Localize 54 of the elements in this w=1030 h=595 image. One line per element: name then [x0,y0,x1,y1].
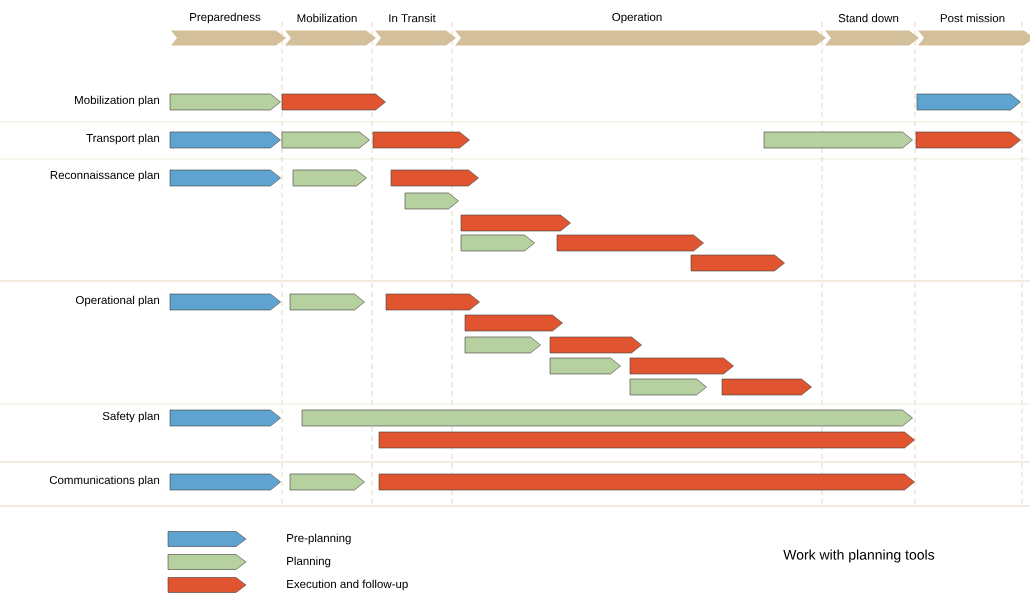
task-bar [629,378,707,396]
legend-label: Execution and follow-up [287,579,408,591]
task-bar [915,131,1021,149]
task-bar [378,473,915,491]
task-bar [292,169,367,187]
task-bar [372,131,470,149]
phase-band: In Transit [375,13,456,46]
task-bar [289,293,365,311]
task-bar [916,93,1021,111]
row-label: Transport plan [86,133,160,145]
node-label: Post mission [940,13,1005,23]
task-bar [556,234,704,252]
row-label: Communications plan [49,475,159,487]
row-label: Mobilization plan [75,95,159,107]
node-label: Preparedness [190,12,261,24]
task-bar [169,131,281,149]
task-bar [460,214,571,232]
task-bar [460,234,535,252]
node-label: In Transit [389,13,436,23]
task-bar [169,473,281,491]
task-bar [464,314,563,332]
task-bar [549,336,642,354]
task-bar [169,93,281,111]
task-bar [378,431,915,449]
phase-band: Post mission [918,13,1030,46]
task-bar [289,473,365,491]
task-bar [169,409,281,427]
task-bar [690,254,785,272]
task-bar [301,409,913,427]
node-label: Mobilization [297,13,357,23]
task-bar [390,169,479,187]
task-bar [385,293,480,311]
task-bar [629,357,734,375]
task-bar [281,131,370,149]
row-label: Operational plan [75,295,160,307]
task-bar [169,293,281,311]
task-bar [281,93,386,111]
task-bar [721,378,812,396]
phase-band: Mobilization [285,13,376,46]
caption: Work with planning tools [783,549,935,563]
row-label: Reconnaissance plan [50,170,159,182]
node-label: Stand down [838,13,899,23]
phase-band: Operation [455,12,826,46]
legend-label: Planning [287,556,331,568]
node-label: Operation [612,12,662,24]
legend-label: Pre-planning [287,533,351,545]
row-label: Safety plan [102,411,160,423]
task-bar [763,131,913,149]
task-bar [549,357,621,375]
task-bar [464,336,541,354]
phase-band: Stand down [825,13,919,46]
task-bar [404,192,459,210]
phase-band: Preparedness [171,12,286,46]
task-bar [169,169,281,187]
